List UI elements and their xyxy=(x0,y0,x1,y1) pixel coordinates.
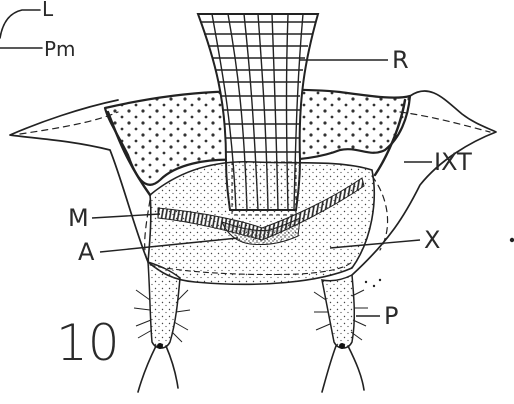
appendage-right xyxy=(314,275,381,392)
label-Pm: Pm xyxy=(44,37,76,61)
label-L: L xyxy=(42,0,54,21)
label-X: X xyxy=(424,226,440,254)
leader-lines-top-left xyxy=(0,10,42,48)
label-P: P xyxy=(384,302,398,330)
label-IXT: IXT xyxy=(434,148,472,176)
label-A: A xyxy=(78,238,95,266)
label-M: M xyxy=(68,204,89,232)
appendage-left xyxy=(134,262,190,392)
segment-X xyxy=(145,162,388,285)
label-R: R xyxy=(392,46,409,74)
stray-dot xyxy=(510,238,514,242)
figure-number: 10 xyxy=(56,314,120,372)
